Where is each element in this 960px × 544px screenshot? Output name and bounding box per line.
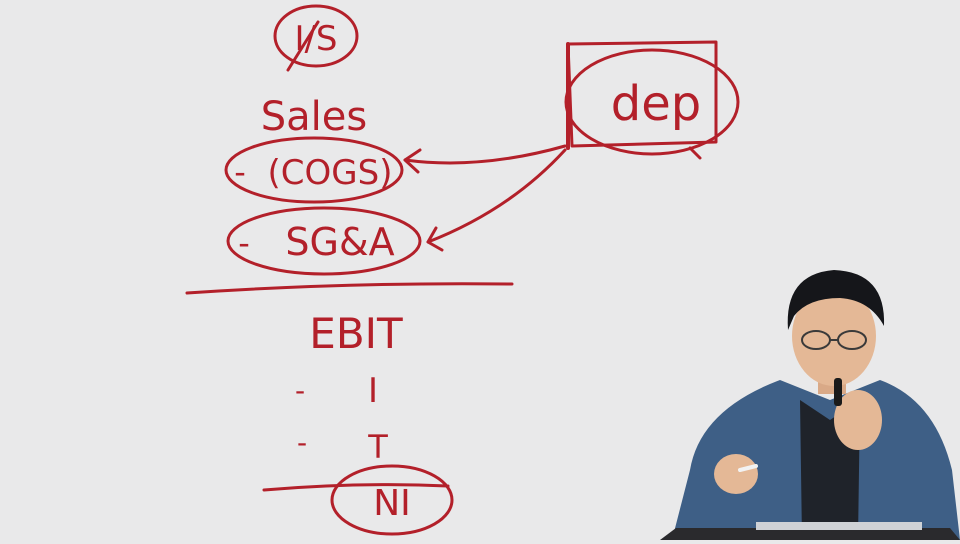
cogs-sign: - — [234, 153, 246, 191]
presenter-face — [792, 286, 876, 386]
tax-label: T — [367, 428, 388, 466]
cogs-circle — [224, 136, 404, 204]
presenter-pen — [738, 464, 758, 472]
arrow-to-cogs — [403, 144, 567, 165]
interest-label: I — [368, 371, 378, 411]
presenter-hair — [787, 270, 885, 330]
header-circle — [273, 4, 359, 68]
arrow-head-cogs — [403, 148, 422, 174]
ebit-label: EBIT — [309, 309, 403, 358]
arrow-to-sgna — [426, 148, 567, 244]
presenter-marker — [834, 378, 842, 406]
dep-tick — [688, 146, 702, 160]
sales-label: Sales — [261, 94, 367, 140]
header-text: I/S — [294, 19, 337, 59]
cogs-row: - (COGS) — [224, 136, 404, 204]
arrow-head-sgna — [426, 226, 444, 252]
sgna-row: - SG&A — [226, 206, 422, 276]
presenter-person-icon — [672, 270, 960, 540]
income-statement-header: I/S — [273, 4, 359, 72]
sgna-sign: - — [238, 224, 250, 262]
laptop-base — [660, 528, 960, 540]
header-slash — [286, 20, 320, 72]
interest-row: - I — [295, 371, 378, 411]
arrows — [403, 144, 567, 252]
tax-sign: - — [297, 426, 307, 459]
net-income-line — [262, 483, 450, 492]
interest-sign: - — [295, 374, 305, 407]
cogs-label: (COGS) — [268, 153, 393, 193]
dep-note: dep — [564, 40, 740, 160]
presenter-right-hand — [834, 390, 882, 450]
tax-row: - T — [297, 426, 388, 466]
laptop-icon — [660, 522, 960, 540]
sgna-label: SG&A — [285, 220, 394, 264]
presenter-glasses — [801, 330, 867, 350]
presenter-left-hand — [714, 454, 758, 494]
net-income-row: NI — [330, 464, 454, 536]
dep-box — [566, 40, 718, 148]
sgna-circle — [226, 206, 422, 276]
ni-circle — [330, 464, 454, 536]
subtotal-line — [185, 282, 514, 295]
dep-label: dep — [611, 76, 701, 132]
dep-ellipse — [564, 48, 740, 156]
laptop-lid-edge — [756, 522, 922, 530]
ni-label: NI — [373, 483, 411, 524]
